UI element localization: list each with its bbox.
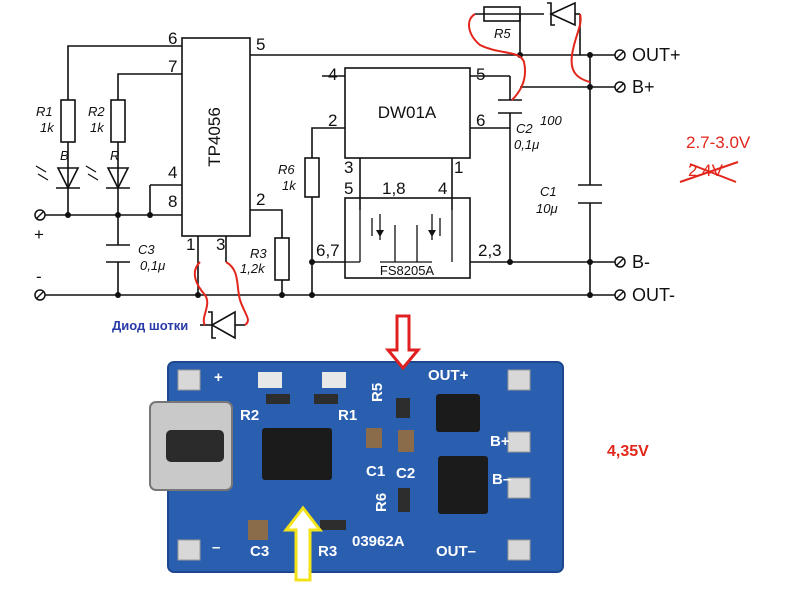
pin-label: 2,3 — [478, 241, 502, 260]
svg-text:1k: 1k — [90, 120, 105, 135]
svg-text:C1: C1 — [366, 463, 385, 480]
svg-text:B+: B+ — [490, 433, 510, 450]
yellow-arrow — [282, 505, 324, 582]
svg-text:R5: R5 — [494, 26, 511, 41]
capacitor-c1: C1 10μ — [536, 184, 602, 216]
terminal-b-minus: B- — [632, 252, 650, 272]
pin-label: 7 — [168, 57, 177, 76]
schottky-diode-top — [547, 1, 576, 27]
junction-dots — [65, 52, 593, 298]
svg-text:B: B — [60, 148, 69, 163]
voltage-new-label: 2.7-3.0V — [686, 133, 751, 152]
pin-label: 1 — [454, 158, 463, 177]
pin-label: 2 — [256, 190, 265, 209]
voltage-charge-label: 4,35V — [607, 443, 649, 460]
svg-text:R6: R6 — [373, 493, 390, 512]
pin-label: 1,8 — [382, 179, 406, 198]
ic-tp4056: TP4056 6 5 7 4 8 1 3 2 — [168, 29, 265, 254]
pin-label: 5 — [256, 35, 265, 54]
terminal-in-minus: - — [36, 267, 42, 286]
svg-text:C3: C3 — [250, 543, 269, 560]
led-r: R — [85, 148, 130, 190]
svg-text:C1: C1 — [540, 184, 557, 199]
capacitor-c3: C3 0,1μ — [106, 242, 165, 273]
terminal-out-minus: OUT- — [632, 285, 675, 305]
svg-text:R: R — [110, 148, 119, 163]
schottky-label: Диод шотки — [112, 318, 188, 333]
svg-text:0,1μ: 0,1μ — [140, 258, 165, 273]
svg-text:R3: R3 — [250, 246, 267, 261]
pin-label: 6,7 — [316, 241, 340, 260]
pin-label: 4 — [168, 163, 177, 182]
resistor-r2: R2 1k — [88, 99, 126, 143]
pin-label: 1 — [186, 235, 195, 254]
capacitor-c2: C2 0,1μ 100 — [498, 99, 562, 152]
svg-text:R6: R6 — [278, 162, 295, 177]
schematic-wires — [40, 13, 615, 296]
red-modification-wires — [193, 13, 591, 326]
svg-text:OUT+: OUT+ — [428, 367, 469, 384]
svg-text:B–: B– — [492, 471, 511, 488]
ic-dw01a-label: DW01A — [378, 103, 437, 122]
red-arrow — [384, 314, 422, 371]
ic-fs8205a: FS8205A 5 1,8 4 6,7 2,3 — [316, 179, 502, 279]
pin-label: 4 — [328, 65, 337, 84]
resistor-r6: R6 1k — [278, 157, 320, 198]
pin-label: 5 — [344, 179, 353, 198]
resistor-r3: R3 1,2k — [240, 237, 290, 281]
svg-text:R1: R1 — [36, 104, 53, 119]
pin-label: 6 — [476, 111, 485, 130]
svg-text:10μ: 10μ — [536, 201, 558, 216]
resistor-r1: R1 1k — [36, 99, 76, 143]
svg-text:C2: C2 — [516, 121, 533, 136]
svg-text:100: 100 — [540, 113, 562, 128]
svg-text:R3: R3 — [318, 543, 337, 560]
ic-dw01a: DW01A 4 5 2 6 3 1 — [328, 65, 485, 177]
pin-label: 3 — [344, 158, 353, 177]
resistor-r5: R5 — [483, 6, 521, 41]
svg-text:C2: C2 — [396, 465, 415, 482]
svg-text:C3: C3 — [138, 242, 155, 257]
pin-label: 3 — [216, 235, 225, 254]
svg-text:R2: R2 — [240, 407, 259, 424]
svg-text:03962A: 03962A — [352, 533, 405, 550]
pin-label: 4 — [438, 179, 447, 198]
pin-label: 2 — [328, 111, 337, 130]
schottky-diode-bottom — [200, 310, 245, 340]
svg-text:1k: 1k — [282, 178, 297, 193]
pin-label: 5 — [476, 65, 485, 84]
svg-text:R5: R5 — [369, 383, 386, 402]
terminal-in-plus: + — [34, 225, 44, 244]
led-b: B — [35, 148, 80, 190]
svg-text:–: – — [212, 539, 220, 556]
svg-text:OUT–: OUT– — [436, 543, 476, 560]
svg-text:1,2k: 1,2k — [240, 261, 266, 276]
svg-text:+: + — [214, 369, 223, 386]
pin-label: 6 — [168, 29, 177, 48]
svg-text:0,1μ: 0,1μ — [514, 137, 539, 152]
terminal-b-plus: B+ — [632, 77, 655, 97]
svg-text:1k: 1k — [40, 120, 55, 135]
pcb-photo: + R2 R1 R5 OUT+ B+ B– C1 C2 R6 C3 R3 039… — [149, 355, 590, 580]
svg-text:R2: R2 — [88, 104, 105, 119]
terminal-out-plus: OUT+ — [632, 45, 681, 65]
ic-tp4056-label: TP4056 — [205, 107, 224, 167]
ic-fs8205a-label: FS8205A — [380, 263, 435, 278]
voltage-old-struck: 2.4V — [679, 161, 739, 183]
svg-text:R1: R1 — [338, 407, 357, 424]
pin-label: 8 — [168, 192, 177, 211]
terminals — [34, 49, 626, 301]
